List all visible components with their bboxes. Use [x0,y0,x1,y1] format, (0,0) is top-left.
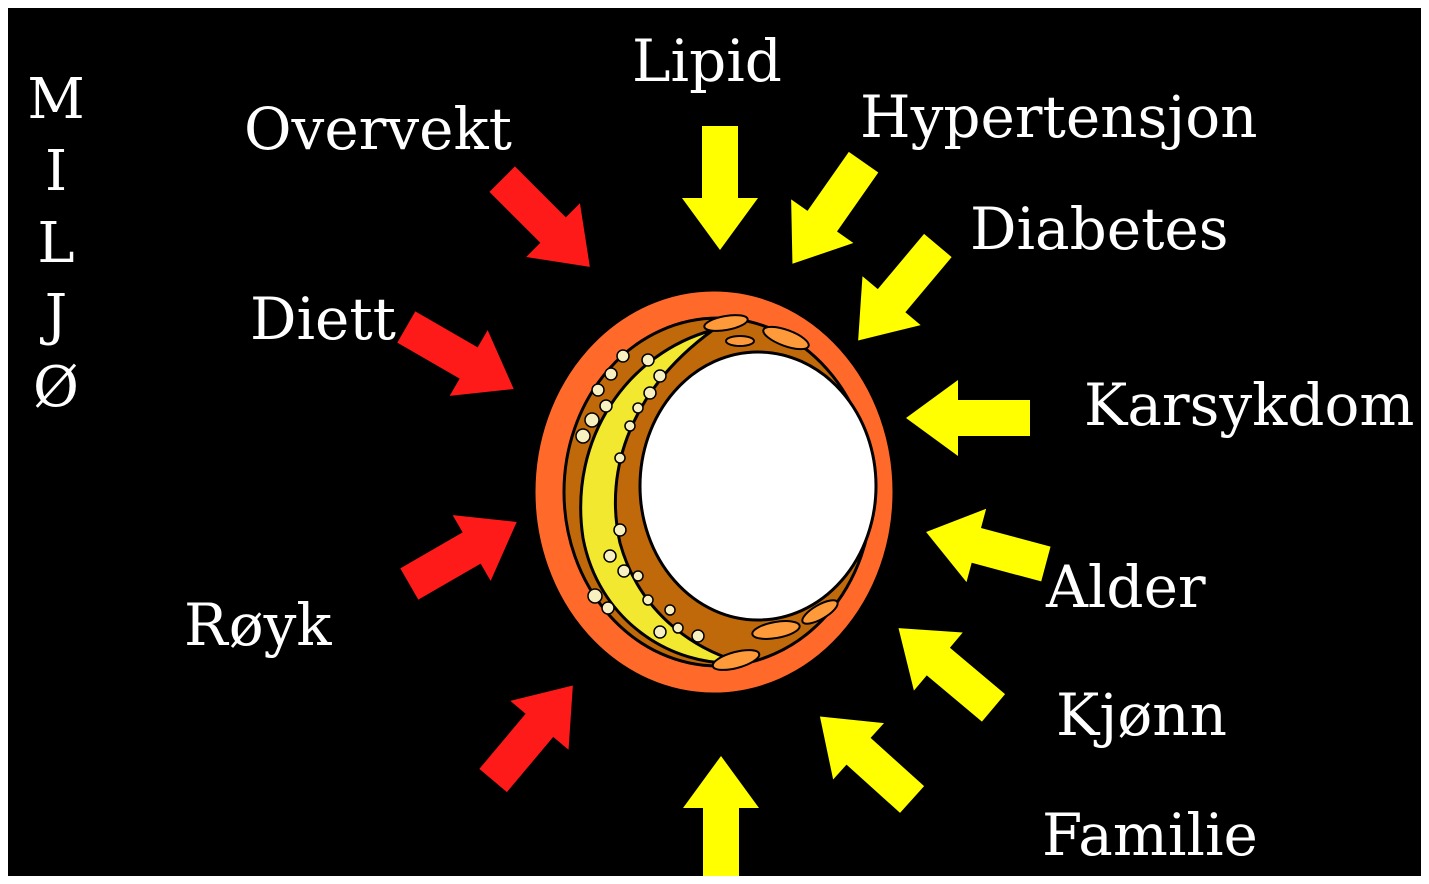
alder-arrow [916,495,1055,601]
label-lipid: Lipid [632,32,782,90]
label-alder: Alder [1046,558,1206,616]
diagram-canvas: M I L J Ø Lipid Hypertensjon Diabetes Ka… [8,8,1421,876]
kjonn-arrow [874,599,1018,737]
overvekt-arrow [475,152,616,293]
label-hypertensjon: Hypertensjon [860,88,1258,146]
royk-arrow [390,489,535,617]
bottom-arrow [683,756,759,876]
bottom-left-arrow [464,661,602,805]
lipid-arrow [682,126,758,250]
familie-arrow [794,688,937,827]
artery-lumen [640,352,876,620]
label-overvekt: Overvekt [244,100,512,158]
vertical-letter: L [20,208,92,280]
label-diett: Diett [250,290,396,348]
vertical-letter: M [20,64,92,136]
hypertensjon-arrow [761,140,894,285]
diett-arrow [387,294,532,422]
label-familie: Familie [1042,806,1258,864]
label-kjonn: Kjønn [1056,686,1227,744]
vertical-letter: I [20,136,92,208]
label-royk: Røyk [184,596,332,654]
vertical-letter: J [20,280,92,352]
vertical-label-miljo: M I L J Ø [20,64,92,424]
label-diabetes: Diabetes [970,200,1228,258]
karsykdom-arrow [906,380,1030,456]
label-karsykdom: Karsykdom [1084,376,1414,434]
artery-cross-section [534,290,894,694]
vertical-letter: Ø [20,352,92,424]
